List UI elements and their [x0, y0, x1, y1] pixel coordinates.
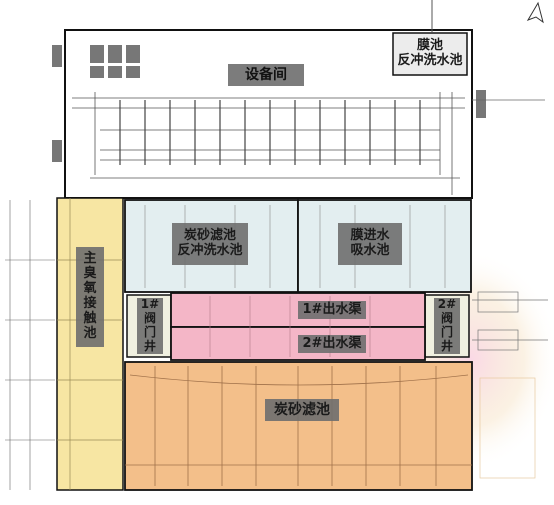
carbon-filter-tag	[265, 399, 339, 421]
backwash-grid	[144, 205, 446, 288]
carbon-backwash-tag	[172, 223, 248, 265]
carbon-filter-label: 炭砂滤池	[274, 401, 330, 418]
equipment-room-tag	[228, 64, 304, 86]
membrane-backwash-label: 膜池 反冲洗水池	[397, 38, 463, 68]
right-side-equipment	[472, 291, 548, 479]
membrane-inlet-tag	[338, 223, 402, 265]
left-dimension-lines	[5, 200, 55, 490]
blower-units	[52, 45, 486, 162]
north-arrow-icon	[526, 1, 544, 24]
filter-cells	[125, 366, 472, 486]
main-ozone-tag	[76, 247, 104, 347]
valve-well-2-label: 2# 阀 门 井	[437, 297, 457, 353]
carbon-backwash-label: 炭砂滤池 反冲洗水池	[177, 228, 243, 258]
membrane-inlet-label: 膜进水 吸水池	[350, 228, 390, 258]
valve-well-1-tag	[137, 298, 163, 354]
equipment-room-label: 设备间	[245, 66, 287, 83]
valve-well-2-tag	[434, 298, 460, 354]
carbon-filter-area	[124, 361, 473, 491]
outlet-channel-1-tag	[298, 301, 366, 319]
main-ozone-label: 主 臭 氧 接 触 池	[83, 251, 97, 341]
valve-columns	[119, 100, 421, 165]
outlet-channel-1-label: 1#出水渠	[302, 301, 362, 317]
membrane-backwash-box	[392, 32, 468, 76]
outlet-channel-2-label: 2#出水渠	[302, 335, 362, 351]
outlet-channel-2-tag	[298, 335, 366, 353]
valve-well-1-label: 1# 阀 门 井	[140, 297, 160, 353]
